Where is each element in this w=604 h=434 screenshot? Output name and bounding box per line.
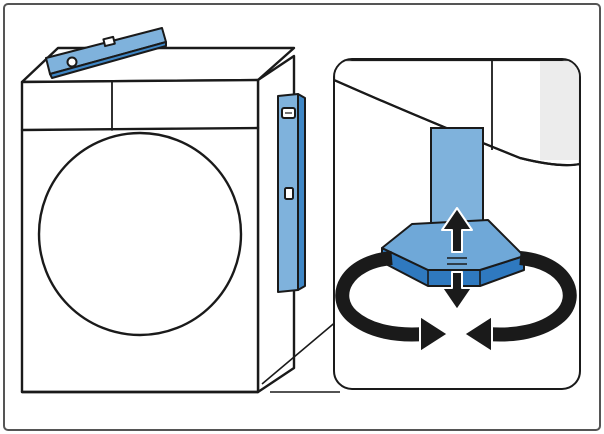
spirit-level-top-bubble-left [66,56,78,68]
rotate-left-arrow-icon [335,251,449,353]
spirit-level-side [277,93,306,293]
rotate-right-arrow-icon [463,251,577,353]
spirit-level-top-bubble-center [102,35,116,48]
machine-door [37,131,243,337]
washing-machine [20,46,296,394]
spirit-level-side-bubble-mid [284,187,294,200]
spirit-level-top [45,27,167,79]
callout-line-upper [261,319,339,385]
callout-connector [261,319,340,393]
zoom-machine-bottom-edge [335,78,579,167]
height-adjust-arrow-icon [441,207,473,311]
spirit-level-top-side [49,41,167,79]
spirit-level-side-edge [297,93,306,291]
zoom-callout [333,58,581,390]
foot-thread [447,257,467,271]
control-panel-line [20,126,260,132]
zoom-machine-panel-shade [540,62,578,160]
